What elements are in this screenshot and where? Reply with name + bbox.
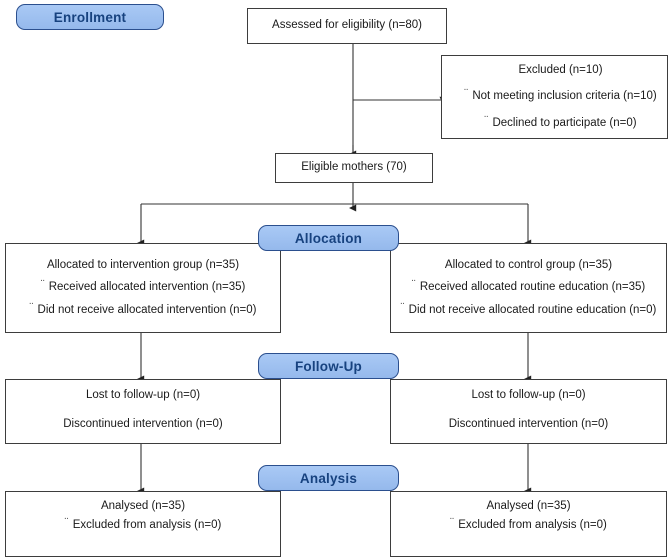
bullet-marker-icon: ¨ [29,302,34,315]
box-text-line: Analysed (n=35) [395,500,662,513]
box-text: Analysed (n=35) [486,500,571,512]
box-text-line: Allocated to control group (n=35) [395,259,662,272]
box-text: Received allocated routine education (n=… [419,281,646,294]
box-text: Discontinued intervention (n=0) [448,418,609,431]
box-text-line: Analysed (n=35) [10,500,276,513]
box-text: Did not receive allocated routine educat… [408,304,657,317]
box-text: Analysed (n=35) [100,500,186,512]
box-text-line: Assessed for eligibility (n=80) [248,19,446,32]
stage-badge-followup: Follow-Up [258,353,399,379]
box-text: Discontinued intervention (n=0) [63,418,223,431]
box-analysis-control: Analysed (n=35) ¨ Excluded from analysis … [390,491,667,557]
stage-badge-allocation: Allocation [258,225,399,251]
box-text-line: Discontinued intervention (n=0) [10,418,276,431]
stage-badge-enrollment: Enrollment [16,4,164,30]
box-text-line: Lost to follow-up (n=0) [10,389,276,402]
box-assessed-for-eligibility: Assessed for eligibility (n=80) [247,8,447,44]
stage-label-allocation: Allocation [294,230,363,246]
bullet-marker-icon: ¨ [40,279,45,292]
box-text-line: ¨ Excluded from analysis (n=0) [395,517,662,532]
box-text: Excluded (n=10) [518,64,603,76]
box-text-line: Excluded (n=10) [452,64,663,77]
bullet-marker-icon: ¨ [400,302,405,315]
box-text: Received allocated intervention (n=35) [48,281,246,294]
bullet-marker-icon: ¨ [464,88,469,101]
box-text: Allocated to control group (n=35) [444,258,613,271]
box-text: Excluded from analysis (n=0) [458,519,607,532]
box-text: Lost to follow-up (n=0) [85,389,201,401]
box-text-line: Allocated to intervention group (n=35) [10,259,276,272]
box-text-line: ¨ Excluded from analysis (n=0) [10,517,276,532]
box-excluded: Excluded (n=10) ¨ Not meeting inclusion c… [441,55,668,139]
box-followup-control: Lost to follow-up (n=0) Discontinued inte… [390,379,667,444]
bullet-marker-icon: ¨ [64,517,69,530]
box-text: Not meeting inclusion criteria (n=10) [472,90,657,103]
stage-label-analysis: Analysis [299,470,358,486]
box-text-line: ¨ Received allocated routine education (… [395,279,662,294]
box-text: Allocated to intervention group (n=35) [46,258,240,271]
stage-badge-analysis: Analysis [258,465,399,491]
box-text-line: Discontinued intervention (n=0) [395,418,662,431]
box-text-line: ¨ Did not receive allocated intervention… [10,302,276,317]
bullet-marker-icon: ¨ [411,279,416,292]
box-text-line: ¨ Declined to participate (n=0) [452,114,663,130]
box-text: Eligible mothers (70) [301,161,407,174]
bullet-marker-icon: ¨ [450,517,455,530]
box-text: Lost to follow-up (n=0) [471,389,586,401]
box-text: Assessed for eligibility (n=80) [272,19,422,32]
box-text-line: Lost to follow-up (n=0) [395,389,662,402]
box-text-line: ¨ Received allocated intervention (n=35) [10,279,276,294]
box-allocated-control: Allocated to control group (n=35) ¨ Recei… [390,243,667,333]
box-followup-intervention: Lost to follow-up (n=0) Discontinued inte… [5,379,281,444]
box-allocated-intervention: Allocated to intervention group (n=35) ¨ … [5,243,281,333]
stage-label-enrollment: Enrollment [53,9,127,25]
box-text: Declined to participate (n=0) [492,116,637,129]
box-text-line: ¨ Not meeting inclusion criteria (n=10) [452,88,663,103]
stage-label-followup: Follow-Up [294,358,363,374]
bullet-marker-icon: ¨ [484,114,489,127]
box-text: Excluded from analysis (n=0) [72,519,222,532]
box-eligible-mothers: Eligible mothers (70) [275,153,433,183]
box-text: Did not receive allocated intervention (… [37,304,257,317]
box-text-line: Eligible mothers (70) [276,161,432,174]
box-text-line: ¨ Did not receive allocated routine educ… [395,302,662,317]
box-analysis-intervention: Analysed (n=35) ¨ Excluded from analysis … [5,491,281,557]
